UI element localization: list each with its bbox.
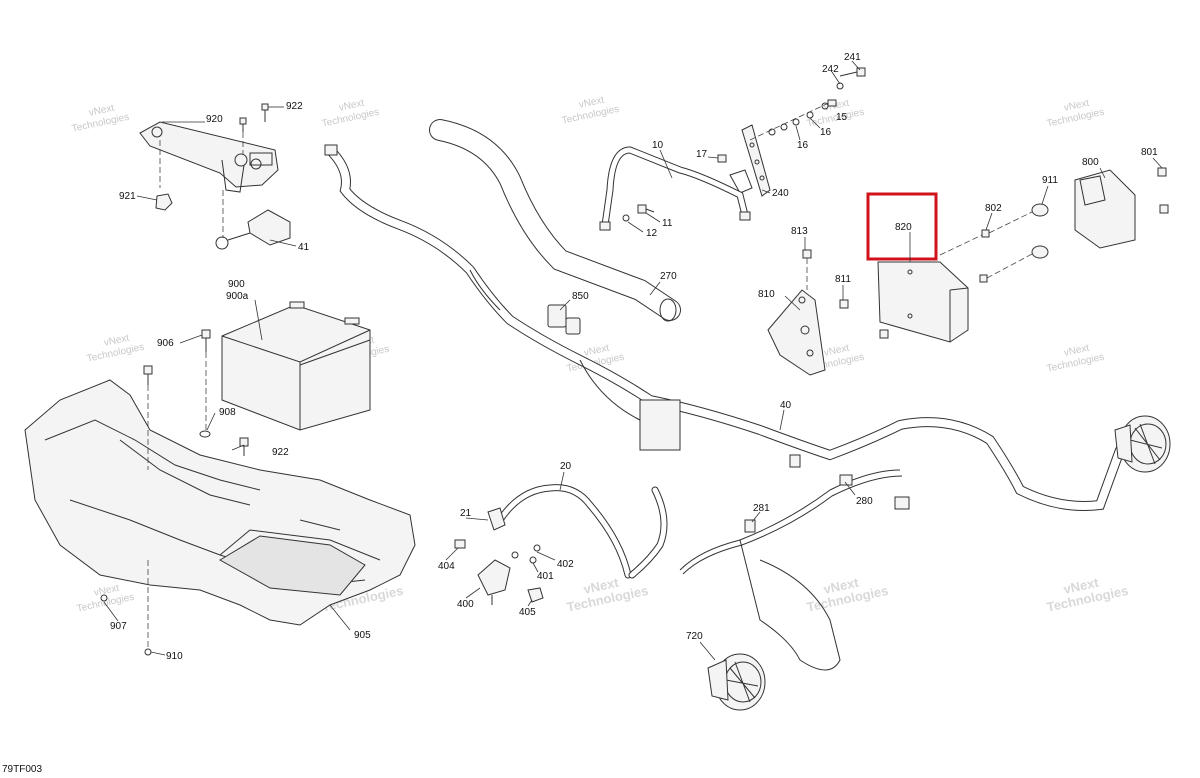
callout-16-a[interactable]: 16: [797, 140, 809, 151]
battery-tray-905[interactable]: [24, 379, 416, 648]
screw-813[interactable]: [802, 249, 812, 290]
watermark-line1: vNext: [338, 98, 366, 114]
battery-900[interactable]: [221, 301, 371, 431]
callout-813[interactable]: 813: [791, 226, 808, 237]
callout-908[interactable]: 908: [219, 407, 236, 418]
module-800[interactable]: [1074, 169, 1136, 249]
watermark-line1: vNext: [1063, 343, 1091, 359]
callout-900[interactable]: 900: [228, 279, 245, 290]
callout-922-lower[interactable]: 922: [272, 447, 289, 458]
cable-10[interactable]: [599, 146, 751, 231]
callout-16-b[interactable]: 16: [820, 127, 832, 138]
washer-12[interactable]: [622, 214, 630, 222]
screw-922-lower[interactable]: [239, 437, 249, 456]
callout-802[interactable]: 802: [985, 203, 1002, 214]
callout-810[interactable]: 810: [758, 289, 775, 300]
nut-921[interactable]: [155, 193, 173, 211]
callout-17[interactable]: 17: [696, 149, 708, 160]
callout-270[interactable]: 270: [660, 271, 677, 282]
callout-40[interactable]: 40: [780, 400, 792, 411]
bracket-810[interactable]: [767, 289, 826, 376]
washer-242[interactable]: [836, 82, 844, 90]
watermark-line1: vNext: [103, 333, 131, 349]
harness-40[interactable]: [324, 144, 1125, 511]
callout-20[interactable]: 20: [560, 461, 572, 472]
callout-12[interactable]: 12: [646, 228, 658, 239]
callout-21[interactable]: 21: [460, 508, 472, 519]
connector-41[interactable]: [215, 209, 291, 250]
cable-20[interactable]: [496, 484, 668, 579]
callout-402[interactable]: 402: [557, 559, 574, 570]
hose-270[interactable]: [429, 119, 681, 322]
washer-908[interactable]: [199, 430, 211, 438]
callout-400[interactable]: 400: [457, 599, 474, 610]
callout-905[interactable]: 905: [354, 630, 371, 641]
watermark-line1: vNext: [582, 575, 620, 597]
diagram-code: 79TF003: [2, 764, 43, 775]
bracket-240[interactable]: [729, 124, 771, 197]
nut-802[interactable]: [939, 211, 1033, 283]
watermark-line1: vNext: [93, 583, 121, 599]
callout-801[interactable]: 801: [1141, 147, 1158, 158]
callout-850[interactable]: 850: [572, 291, 589, 302]
screw-811[interactable]: [839, 299, 849, 309]
callout-242[interactable]: 242: [822, 64, 839, 75]
watermark-line1: vNext: [823, 343, 851, 359]
screw-241[interactable]: [839, 67, 866, 77]
watermark-line1: vNext: [1062, 575, 1100, 597]
module-820[interactable]: [877, 261, 969, 343]
callout-401[interactable]: 401: [537, 571, 554, 582]
screw-922-top[interactable]: [239, 103, 269, 132]
callout-10[interactable]: 10: [652, 140, 664, 151]
light-right[interactable]: [1114, 415, 1171, 473]
nut-17[interactable]: [717, 154, 727, 163]
watermark-line1: vNext: [578, 95, 606, 111]
callout-240[interactable]: 240: [772, 188, 789, 199]
harness-280[interactable]: [679, 469, 910, 671]
watermark-line1: vNext: [583, 343, 611, 359]
screw-801[interactable]: [1157, 167, 1169, 214]
light-720[interactable]: [707, 653, 766, 711]
hardware-401-402-404-405[interactable]: [454, 539, 544, 603]
callout-800[interactable]: 800: [1082, 157, 1099, 168]
callout-720[interactable]: 720: [686, 631, 703, 642]
callout-280[interactable]: 280: [856, 496, 873, 507]
callout-241[interactable]: 241: [844, 52, 861, 63]
watermark-line1: vNext: [1063, 98, 1091, 114]
bracket-920[interactable]: [139, 121, 279, 238]
watermark-line1: vNext: [822, 575, 860, 597]
relay-400[interactable]: [477, 559, 511, 605]
callout-920[interactable]: 920: [206, 114, 223, 125]
highlight-box: [866, 192, 938, 261]
callout-15[interactable]: 15: [836, 112, 848, 123]
callout-labels: 920 922 921 41 10 17 11 12 242 241 15 16…: [110, 52, 1158, 662]
callout-404[interactable]: 404: [438, 561, 455, 572]
callout-11[interactable]: 11: [662, 218, 673, 229]
callout-907[interactable]: 907: [110, 621, 127, 632]
callout-911[interactable]: 911: [1042, 175, 1058, 186]
callout-41[interactable]: 41: [298, 242, 310, 253]
callout-811[interactable]: 811: [835, 274, 851, 285]
leader-lines: [103, 60, 1163, 661]
callout-910[interactable]: 910: [166, 651, 183, 662]
connector-850[interactable]: [547, 304, 581, 335]
callout-906[interactable]: 906: [157, 338, 174, 349]
callout-900a[interactable]: 900a: [226, 291, 249, 302]
hardware-15-16[interactable]: [749, 99, 837, 141]
grommet-911[interactable]: [1031, 203, 1049, 259]
boot-21[interactable]: [487, 507, 506, 531]
screw-906[interactable]: [143, 329, 211, 430]
callout-820[interactable]: 820: [895, 222, 912, 233]
callout-281[interactable]: 281: [753, 503, 770, 514]
callout-405[interactable]: 405: [519, 607, 536, 618]
callout-921[interactable]: 921: [119, 191, 136, 202]
watermark-line1: vNext: [88, 103, 116, 119]
screw-11[interactable]: [637, 204, 655, 214]
callout-922-top[interactable]: 922: [286, 101, 303, 112]
